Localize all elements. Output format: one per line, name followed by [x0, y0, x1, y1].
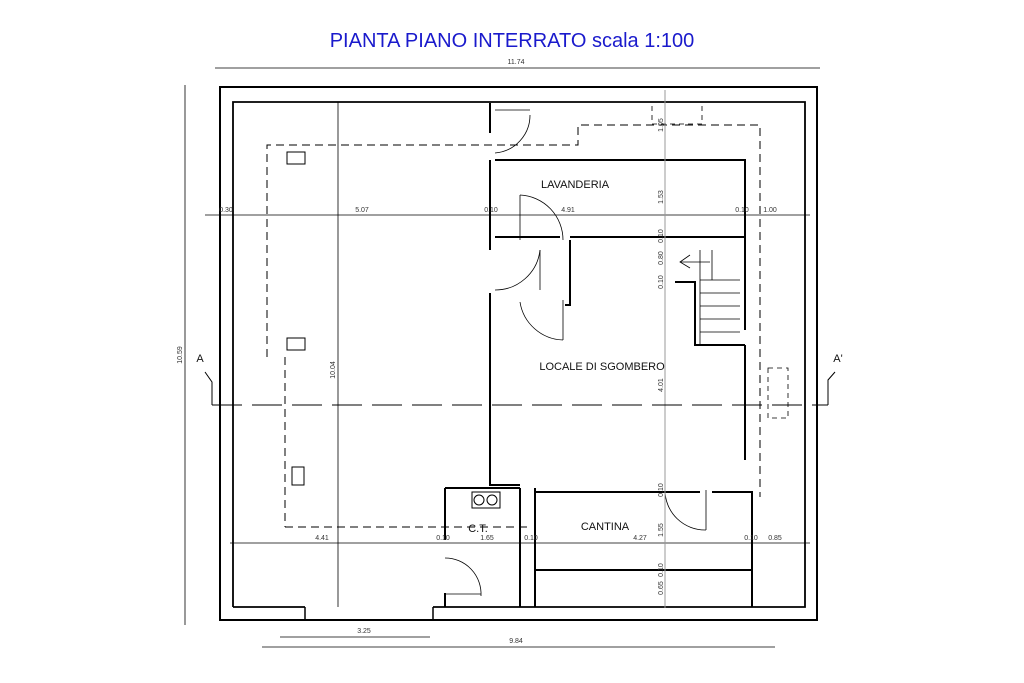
boiler: [471, 491, 501, 509]
staircase: [679, 250, 740, 345]
outer-wall: [219, 86, 818, 621]
room-label-cantina: CANTINA: [581, 521, 630, 533]
dim-col-8: 0.10: [658, 563, 665, 577]
dim-col-7: 1.55: [658, 523, 665, 537]
dim-total-width: 11.74: [508, 59, 525, 66]
dim-col-2: 0.10: [658, 229, 665, 243]
drawing-title: PIANTA PIANO INTERRATO scala 1:100: [329, 30, 695, 52]
dim-bottom-6: 0.85: [768, 535, 782, 542]
dim-total-height: 10.59: [177, 346, 184, 364]
dim-bottom-0: 4.41: [315, 535, 329, 542]
dim-top-2: 0.10: [484, 207, 498, 214]
dim-bottom-4: 4.27: [633, 535, 647, 542]
dim-top-1: 5.07: [355, 207, 369, 214]
room-label-lavanderia: LAVANDERIA: [541, 179, 610, 191]
dim-bottom-2: 1.65: [480, 535, 494, 542]
dim-bottom-total: 9.84: [509, 638, 523, 645]
dim-col-6: 0.10: [658, 483, 665, 497]
dim-bottom-5: 0.10: [744, 535, 758, 542]
pillar: [286, 151, 306, 165]
dim-top-0: 0.30: [219, 207, 233, 214]
dim-col-5: 4.01: [658, 378, 665, 392]
dim-col-4: 0.10: [658, 275, 665, 289]
dim-col-3: 0.80: [658, 251, 665, 265]
dim-inner-height: 10.04: [330, 361, 337, 379]
dim-col-1: 1.53: [658, 190, 665, 204]
dim-top-3: 4.91: [561, 207, 575, 214]
dim-top-4: 0.10: [735, 207, 749, 214]
pillar: [291, 466, 305, 486]
dim-bottom-3: 0.10: [524, 535, 538, 542]
pillar: [286, 337, 306, 351]
section-label-a: A: [196, 353, 204, 365]
room-label-ct: C.T.: [468, 523, 488, 535]
section-label-a-prime: A': [833, 353, 842, 365]
internal-walls: [444, 103, 753, 607]
dim-bottom-1: 0.10: [436, 535, 450, 542]
dim-col-9: 0.65: [658, 581, 665, 595]
dim-top-5: 1.00: [763, 207, 777, 214]
room-label-locale: LOCALE DI SGOMBERO: [539, 361, 665, 373]
dim-opening: 3.25: [357, 628, 371, 635]
doors: [444, 109, 707, 597]
upper-floor-outline: [266, 124, 761, 497]
dim-col-0: 1.05: [658, 118, 665, 132]
inner-wall: [232, 101, 806, 608]
